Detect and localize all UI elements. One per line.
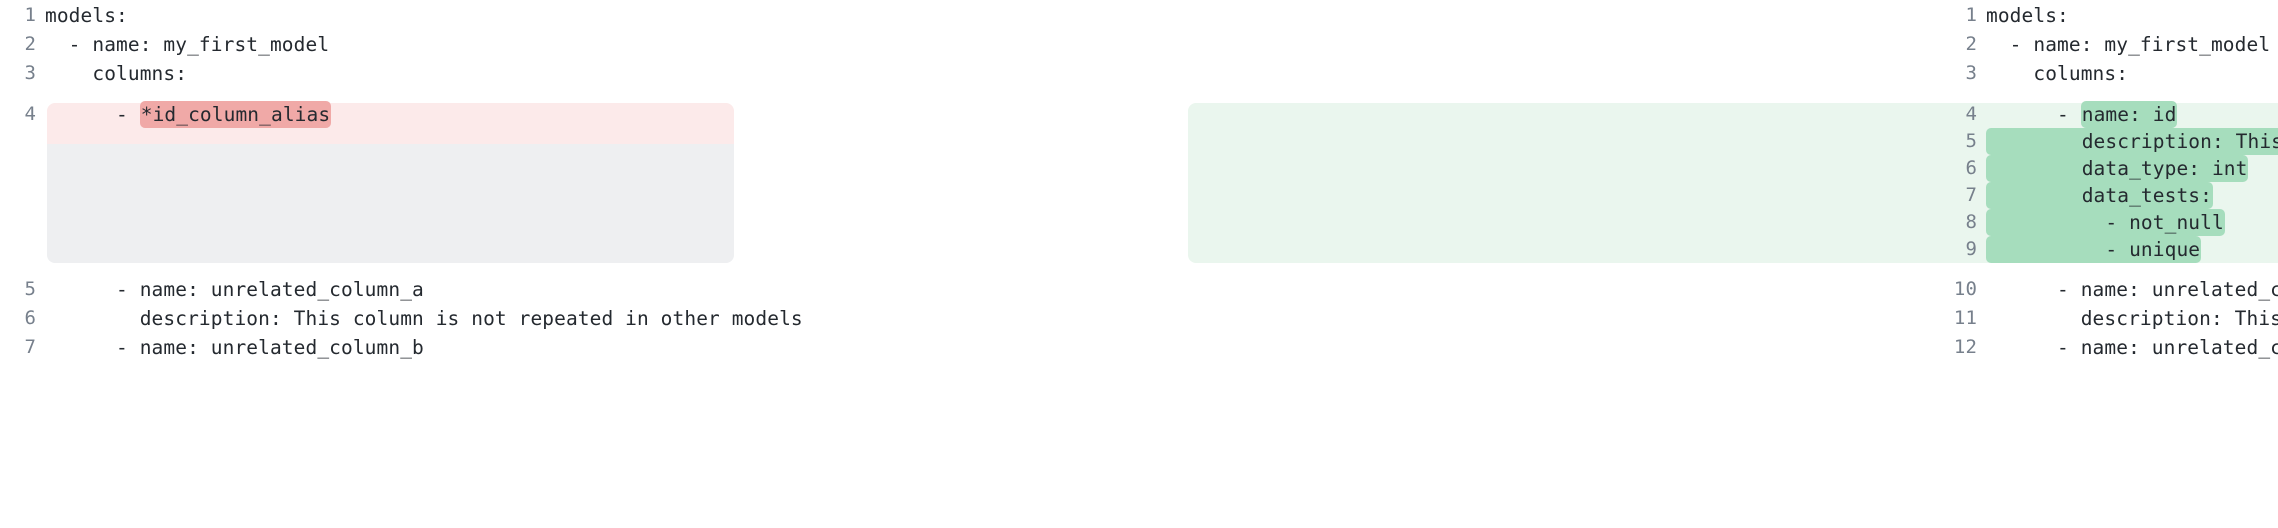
line-text: - name: unrelated_column_a (45, 278, 424, 301)
line-number: 8 (1965, 211, 1977, 233)
line-content: columns: (36, 60, 187, 87)
line-content: models: (36, 2, 128, 29)
line-content: - name: unrelated_column_a (1977, 276, 2278, 303)
line-text: description: This column is not repeated… (2080, 307, 2278, 330)
line-content: - name: unrelated_column_b (36, 334, 424, 361)
line-content: data_tests: (1977, 182, 2213, 209)
line-number: 4 (24, 103, 36, 125)
line-text: - name: unrelated_column_a (2057, 278, 2278, 301)
line-content: description: This is a unique identifier… (1977, 128, 2278, 155)
line-number: 1 (1965, 4, 1977, 26)
line-text: columns: (45, 62, 188, 85)
line-text: models: (1986, 4, 2069, 27)
line-number: 11 (1953, 307, 1977, 329)
code-line-added[interactable]: 4 - name: id (1139, 101, 2278, 128)
line-content: description: This column is not repeated… (36, 305, 803, 332)
line-content: - *id_column_alias (36, 101, 332, 128)
added-word-highlight: data_type: int (1986, 155, 2249, 182)
line-content: models: (1977, 2, 2069, 29)
code-line[interactable]: 11 description: This column is not repea… (1139, 305, 2278, 332)
left-code-lines: 1 models: 2 - name: my_first_model 3 col… (0, 2, 1139, 361)
line-number: 10 (1953, 278, 1977, 300)
line-text: models: (45, 4, 128, 27)
line-text: - name: my_first_model (1986, 33, 2271, 56)
line-text: description: This column is not repeated… (45, 307, 803, 330)
line-content: - name: id (1977, 101, 2178, 128)
diff-pane-after: 1 models: 2 - name: my_first_model 3 col… (1139, 0, 2278, 528)
line-number: 4 (1965, 103, 1977, 125)
code-line-added[interactable]: 8 - not_null (1139, 209, 2278, 236)
line-number: 5 (1965, 130, 1977, 152)
code-line-added[interactable]: 9 - unique (1139, 236, 2278, 263)
line-content: - not_null (1977, 209, 2225, 236)
line-text: - (45, 103, 140, 126)
diff-pane-before: 1 models: 2 - name: my_first_model 3 col… (0, 2, 1139, 361)
line-text: - name: unrelated_column_b (45, 336, 424, 359)
added-word-highlight: - unique (1986, 236, 2202, 263)
line-number: 3 (24, 62, 36, 84)
added-word-highlight: name: id (2080, 101, 2178, 128)
added-word-highlight: description: This is a unique identifier… (1986, 128, 2278, 155)
line-number: 9 (1965, 238, 1977, 260)
line-number: 7 (1965, 184, 1977, 206)
line-text: - (1986, 103, 2081, 126)
code-line[interactable]: 5 - name: unrelated_column_a (0, 276, 1139, 303)
deleted-word-highlight: *id_column_alias (139, 101, 332, 128)
code-line[interactable]: 3 columns: (1139, 60, 2278, 87)
line-number: 3 (1965, 62, 1977, 84)
line-number: 6 (1965, 157, 1977, 179)
line-number: 7 (24, 336, 36, 358)
code-line-deleted[interactable]: 4 - *id_column_alias (0, 101, 1139, 128)
code-line[interactable]: 7 - name: unrelated_column_b (0, 334, 1139, 361)
line-text: - name: unrelated_column_b (2057, 336, 2278, 359)
line-number: 6 (24, 307, 36, 329)
line-text: columns: (1986, 62, 2129, 85)
line-number: 2 (24, 33, 36, 55)
line-number: 1 (24, 4, 36, 26)
line-content: columns: (1977, 60, 2128, 87)
code-line[interactable]: 12 - name: unrelated_column_b (1139, 334, 2278, 361)
code-line[interactable]: 1 models: (0, 2, 1139, 29)
code-line[interactable]: 1 models: (1139, 2, 2278, 29)
code-line[interactable]: 6 description: This column is not repeat… (0, 305, 1139, 332)
line-content: - name: my_first_model (1977, 31, 2270, 58)
line-content: description: This column is not repeated… (1977, 305, 2278, 332)
code-line-added[interactable]: 5 description: This is a unique identifi… (1139, 128, 2278, 155)
line-content: data_type: int (1977, 155, 2249, 182)
right-code-lines: 1 models: 2 - name: my_first_model 3 col… (1139, 0, 2278, 528)
line-content: - name: my_first_model (36, 31, 329, 58)
code-line-added[interactable]: 6 data_type: int (1139, 155, 2278, 182)
code-line[interactable]: 2 - name: my_first_model (0, 31, 1139, 58)
line-content: - name: unrelated_column_a (36, 276, 424, 303)
code-line-added[interactable]: 7 data_tests: (1139, 182, 2278, 209)
code-line[interactable]: 2 - name: my_first_model (1139, 31, 2278, 58)
code-line[interactable]: 10 - name: unrelated_column_a (1139, 276, 2278, 303)
added-word-highlight: data_tests: (1986, 182, 2213, 209)
added-word-highlight: - not_null (1986, 209, 2225, 236)
line-content: - name: unrelated_column_b (1977, 334, 2278, 361)
line-number: 5 (24, 278, 36, 300)
code-line[interactable]: 3 columns: (0, 60, 1139, 87)
line-number: 2 (1965, 33, 1977, 55)
line-text: - name: my_first_model (45, 33, 330, 56)
line-content: - unique (1977, 236, 2202, 263)
line-number: 12 (1953, 336, 1977, 358)
